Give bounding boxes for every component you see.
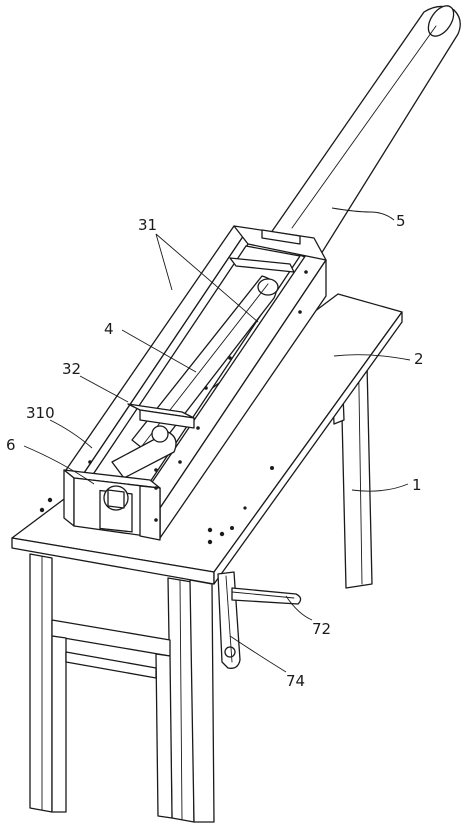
label-72: 72 [312,620,331,638]
leader-31b [155,233,259,323]
front-end-cap [63,460,161,541]
reference-numerals: 5 31 4 32 310 6 2 1 72 74 [6,212,424,690]
label-74: 74 [286,672,305,690]
label-310: 310 [26,404,55,422]
label-31: 31 [138,216,157,234]
tube-handle [265,5,461,263]
leader-2 [333,354,411,361]
label-1: 1 [412,476,422,494]
leader-4 [121,329,197,373]
cross-plate [127,257,295,429]
label-32: 32 [62,360,81,378]
leader-72 [285,595,313,621]
label-4: 4 [104,320,114,338]
lever-assembly [217,571,302,669]
label-2: 2 [414,350,424,368]
leader-5 [331,207,395,221]
leader-31a [155,233,173,291]
label-5: 5 [396,212,406,230]
leader-6 [23,445,95,485]
leader-1 [351,483,409,492]
leader-32 [79,375,129,403]
leader-lines [23,207,411,673]
leader-310 [49,419,93,449]
leader-74 [229,635,287,673]
label-6: 6 [6,436,16,454]
table-front-legs [29,553,215,823]
